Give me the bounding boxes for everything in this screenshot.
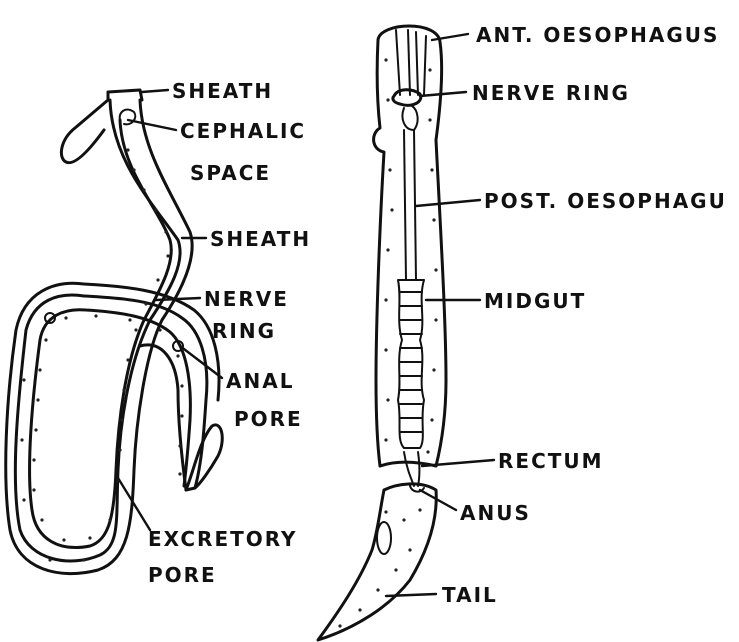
leader-anus [420, 490, 456, 510]
posterior-oesophagus [404, 130, 416, 280]
label-sheath-top: SHEATH [172, 79, 273, 103]
leader-tail [386, 594, 436, 596]
right-labels: ANT. OESOPHAGUS NERVE RING POST. OESOPHA… [442, 23, 727, 607]
label-anus: ANUS [460, 501, 531, 525]
label-midgut: MIDGUT [484, 289, 586, 313]
nerve-ring-shape [393, 90, 421, 106]
sheath-tip [61, 100, 108, 163]
label-anal: ANAL [226, 369, 294, 393]
larva-tail [318, 484, 436, 640]
leader-sheath-top [142, 90, 168, 92]
nerve-ring-lobe [402, 106, 417, 130]
label-excretory: EXCRETORY [148, 527, 298, 551]
label-rectum: RECTUM [498, 449, 604, 473]
anterior-oesophagus [396, 30, 426, 95]
label-tail: TAIL [442, 583, 498, 607]
right-larva-drawing [318, 26, 446, 640]
label-nerve: NERVE [204, 287, 289, 311]
midgut-folds [400, 292, 422, 432]
label-post-oesophagus: POST. OESOPHAGU [484, 189, 727, 213]
label-ant-oesophagus: ANT. OESOPHAGUS [476, 23, 719, 47]
label-space: SPACE [190, 161, 271, 185]
sheath-top-cap [108, 90, 142, 100]
label-pore: PORE [234, 407, 303, 431]
label-excretory-pore: PORE [148, 563, 217, 587]
leader-post-oesophagus [416, 200, 480, 206]
larva-right-wall [436, 140, 446, 466]
leader-rectum [422, 460, 494, 466]
label-sheath-mid: SHEATH [210, 227, 311, 251]
label-cephalic: CEPHALIC [180, 119, 306, 143]
larva-stipple [20, 148, 183, 561]
tail-oval [377, 522, 391, 554]
label-nerve-ring-right: NERVE RING [472, 81, 630, 105]
rectum-duct [404, 452, 420, 486]
larva-left-wall [374, 40, 384, 466]
right-stipple [338, 58, 437, 627]
leader-cephalic [128, 120, 176, 130]
leader-nerve-ring-right [420, 92, 466, 96]
label-ring: RING [212, 319, 276, 343]
